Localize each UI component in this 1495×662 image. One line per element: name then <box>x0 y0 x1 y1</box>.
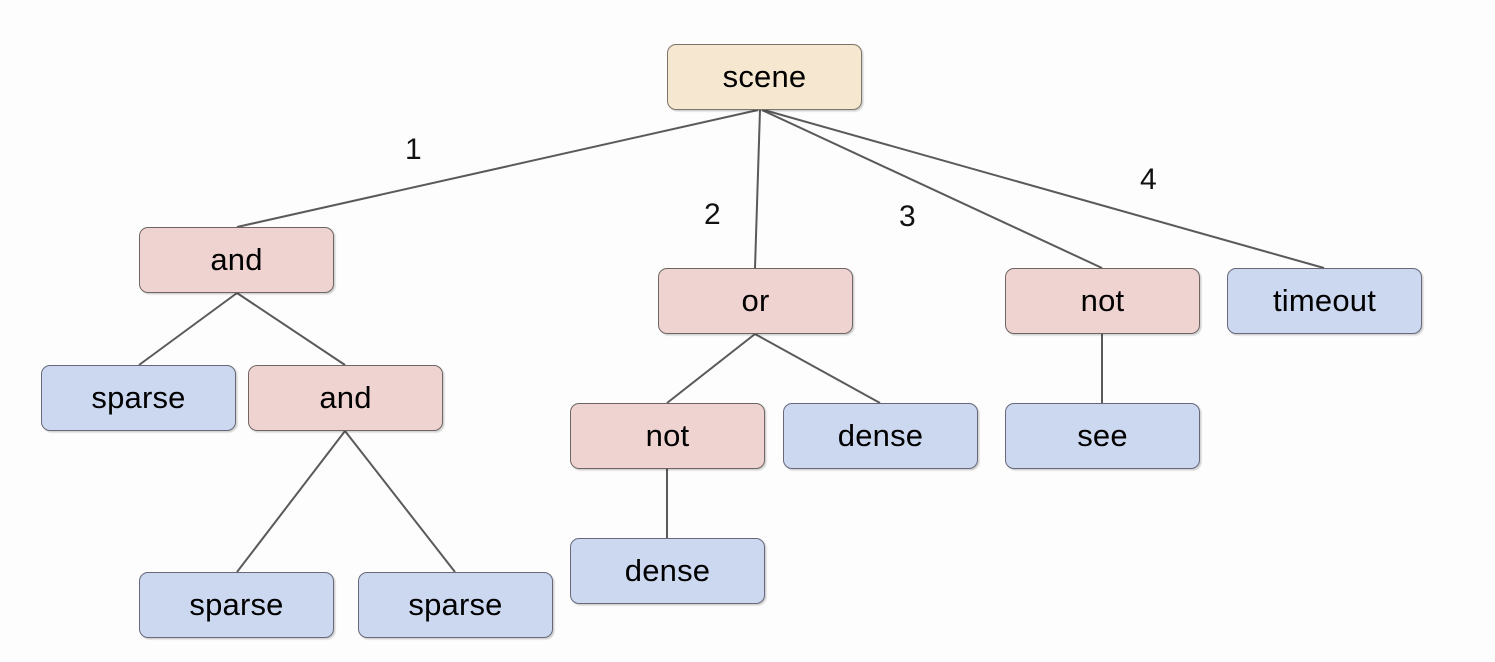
tree-node-and2[interactable]: and <box>248 365 443 431</box>
tree-edge <box>236 430 346 573</box>
tree-edge <box>666 333 756 404</box>
tree-edge <box>763 109 1325 269</box>
tree-node-and1[interactable]: and <box>139 227 334 293</box>
edge-label-2: 2 <box>704 198 721 231</box>
tree-edge <box>761 109 1103 269</box>
tree-edge <box>236 109 759 228</box>
tree-node-sparse1[interactable]: sparse <box>41 365 236 431</box>
tree-node-or1[interactable]: or <box>658 268 853 334</box>
tree-edge <box>344 430 456 573</box>
tree-node-timeout1[interactable]: timeout <box>1227 268 1422 334</box>
tree-edge <box>754 333 881 404</box>
tree-node-dense2[interactable]: dense <box>570 538 765 604</box>
edge-label-1: 1 <box>405 133 422 166</box>
edge-label-4: 4 <box>1140 163 1157 196</box>
tree-node-sparse2[interactable]: sparse <box>139 572 334 638</box>
tree-edge <box>138 292 238 366</box>
tree-node-not2[interactable]: not <box>570 403 765 469</box>
tree-node-see1[interactable]: see <box>1005 403 1200 469</box>
tree-node-not1[interactable]: not <box>1005 268 1200 334</box>
tree-node-scene[interactable]: scene <box>667 44 862 110</box>
tree-node-dense1[interactable]: dense <box>783 403 978 469</box>
tree-edge <box>236 292 346 366</box>
tree-node-sparse3[interactable]: sparse <box>358 572 553 638</box>
edge-label-3: 3 <box>899 200 916 233</box>
tree-edge <box>754 109 761 269</box>
